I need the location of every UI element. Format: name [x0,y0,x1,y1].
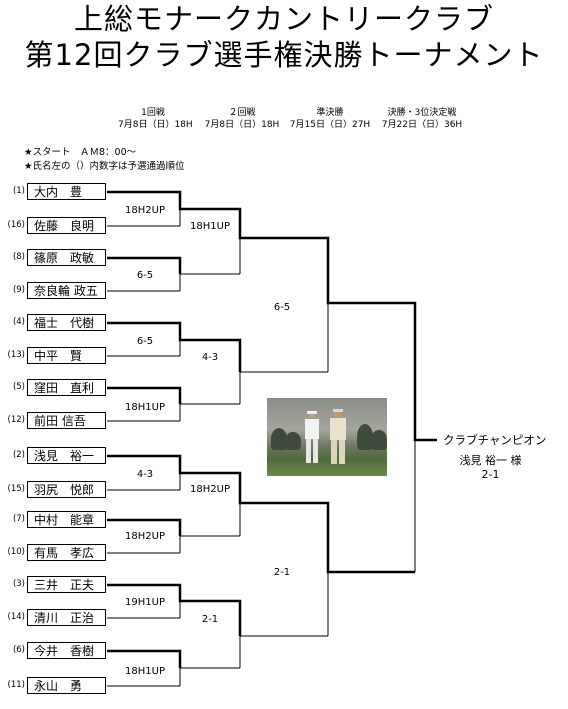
round-header-3: 準決勝 7月15日（日）27H [288,107,372,131]
player-name: 中平 賢 [27,347,106,364]
seed-number: (10) [7,547,25,557]
champion-final-score: 2-1 [481,468,500,481]
golfer-figure-left [305,411,319,463]
round-3-date: 7月15日（日）27H [289,120,371,130]
match-score: 4-3 [136,469,154,480]
title-line-1: 上総モナークカントリークラブ [73,2,494,36]
champion-photo [267,398,387,476]
player-name: 清川 正治 [27,609,106,626]
seed-number: (12) [7,415,25,425]
match-score: 18H1UP [190,221,230,232]
seed-number: (9) [12,285,25,295]
match-score: 18H2UP [125,205,165,216]
player-name: 浅見 裕一 [27,447,106,464]
match-score: 18H1UP [125,402,165,413]
round-3-name: 準決勝 [316,108,344,118]
seed-number: (11) [7,680,25,690]
seed-number: (16) [7,220,25,230]
player-name: 奈良輪 政五 [27,282,106,299]
match-score: 6-5 [136,270,154,281]
player-name: 大内 豊 [27,183,106,200]
match-score: 19H1UP [125,597,165,608]
seed-number: (4) [12,317,25,327]
seed-number: (8) [12,252,25,262]
match-score: 18H1UP [125,666,165,677]
round-4-date: 7月22日（日）36H [381,120,463,130]
round-header-1: 1回戦 7月8日（日）18H [118,107,193,131]
player-name: 窪田 直利 [27,379,106,396]
match-score: 18H2UP [190,484,230,495]
player-name: 三井 正夫 [27,576,106,593]
seed-number: (3) [12,579,25,589]
player-name: 今井 香樹 [27,642,106,659]
player-name: 有馬 孝広 [27,544,106,561]
round-2-name: ２回戦 [228,108,256,118]
golfer-figure-right [330,409,346,464]
seed-number: (1) [12,186,25,196]
seed-number: (5) [12,382,25,392]
title-line-2: 第12回クラブ選手権決勝トーナメント [24,38,544,72]
player-name: 福士 代樹 [27,314,106,331]
match-score: 2-1 [201,614,219,625]
player-name: 永山 勇 [27,677,106,694]
player-name: 前田 信吾 [27,412,106,429]
player-name: 篠原 政敏 [27,249,106,266]
match-score: 4-3 [201,352,219,363]
round-header-4: 決勝・3位決定戦 7月22日（日）36H [376,107,468,131]
seed-number: (15) [7,484,25,494]
match-score: 6-5 [136,336,154,347]
seed-number: (2) [12,450,25,460]
match-score: 6-5 [273,302,291,313]
seed-number: (7) [12,514,25,524]
player-name: 中村 能章 [27,511,106,528]
round-header-2: ２回戦 7月8日（日）18H [204,107,280,131]
note-start-time: ★スタート ＡＭ8：00～ [24,147,137,158]
match-score: 2-1 [273,567,291,578]
seed-number: (14) [7,612,25,622]
match-score: 18H2UP [125,531,165,542]
champion-name: 浅見 裕一 様 [459,454,522,467]
round-4-name: 決勝・3位決定戦 [387,108,457,118]
seed-number: (6) [12,645,25,655]
champion-label: クラブチャンピオン [443,433,547,447]
round-1-name: 1回戦 [141,108,165,118]
round-2-date: 7月8日（日）18H [204,120,280,130]
player-name: 佐藤 良明 [27,217,106,234]
player-name: 羽尻 悦郎 [27,481,106,498]
round-1-date: 7月8日（日）18H [118,120,193,130]
note-seed-explanation: ★氏名左の（）内数字は予選通過順位 [24,161,185,172]
seed-number: (13) [7,350,25,360]
